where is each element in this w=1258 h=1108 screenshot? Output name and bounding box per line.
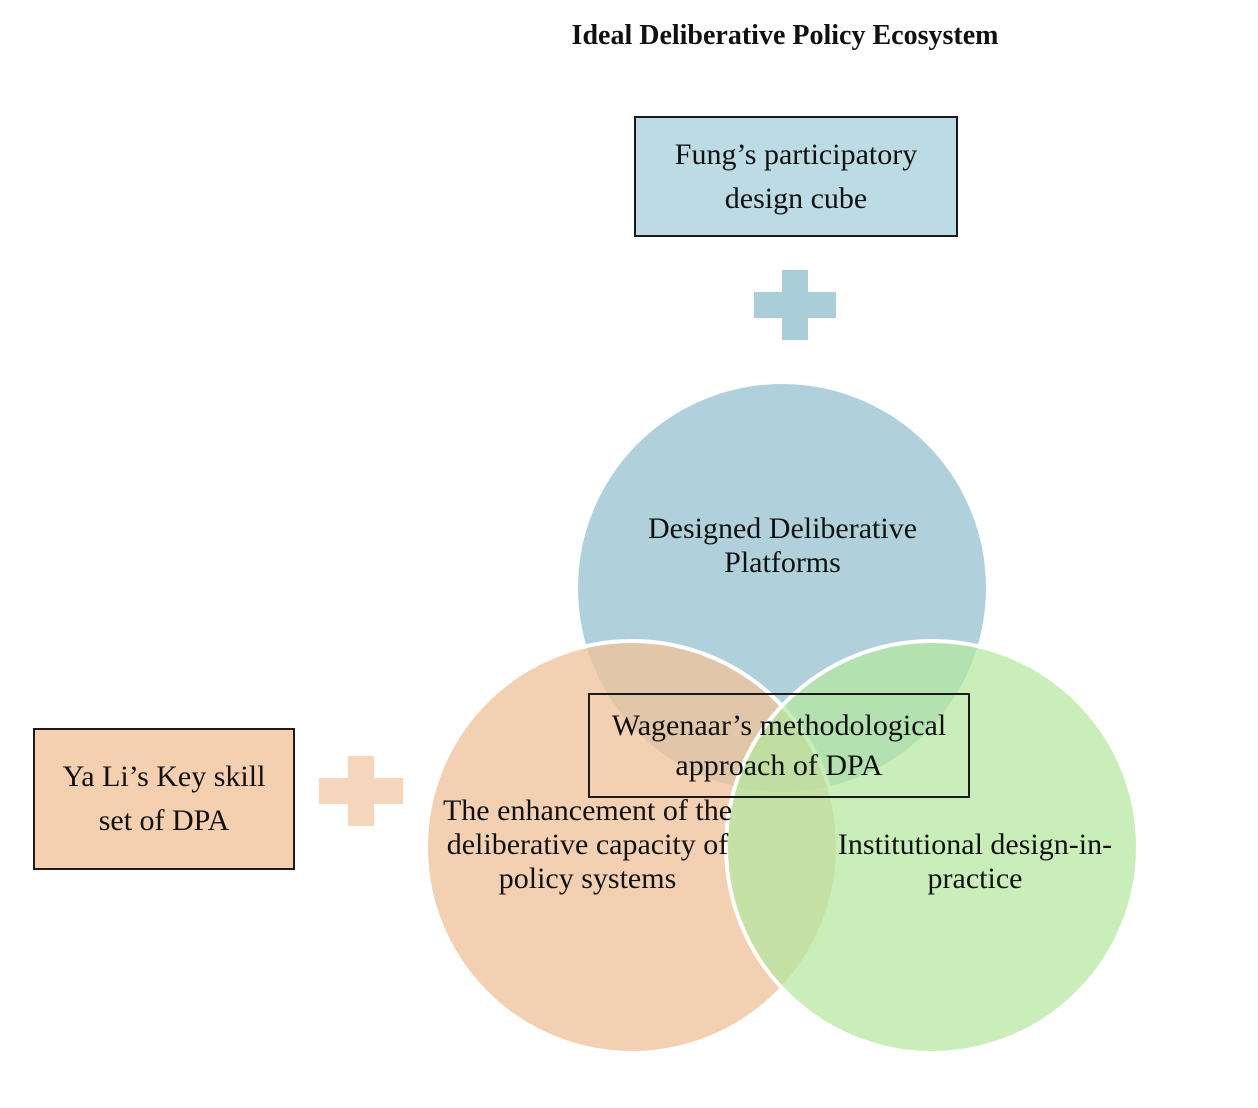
plus-icon-top (754, 270, 836, 340)
plus-icon-left (319, 756, 403, 826)
yali-skill-set-box: Ya Li’s Key skill set of DPA (33, 728, 295, 870)
wagenaar-approach-box: Wagenaar’s methodological approach of DP… (588, 693, 970, 798)
diagram-title: Ideal Deliberative Policy Ecosystem (571, 20, 999, 51)
yali-skill-set-label: Ya Li’s Key skill set of DPA (62, 760, 266, 837)
fung-design-cube-box: Fung’s participatory design cube (634, 116, 958, 237)
circle-label-deliberative-capacity: The enhancement of the deliberative capa… (442, 794, 733, 895)
wagenaar-approach-label: Wagenaar’s methodological approach of DP… (611, 708, 947, 782)
fung-design-cube-label: Fung’s participatory design cube (674, 137, 918, 215)
circle-label-designed-platforms: Designed Deliberative Platforms (647, 512, 918, 579)
circle-label-institutional-design: Institutional design-in-practice (837, 828, 1113, 895)
venn-circle-right (724, 639, 1140, 1055)
